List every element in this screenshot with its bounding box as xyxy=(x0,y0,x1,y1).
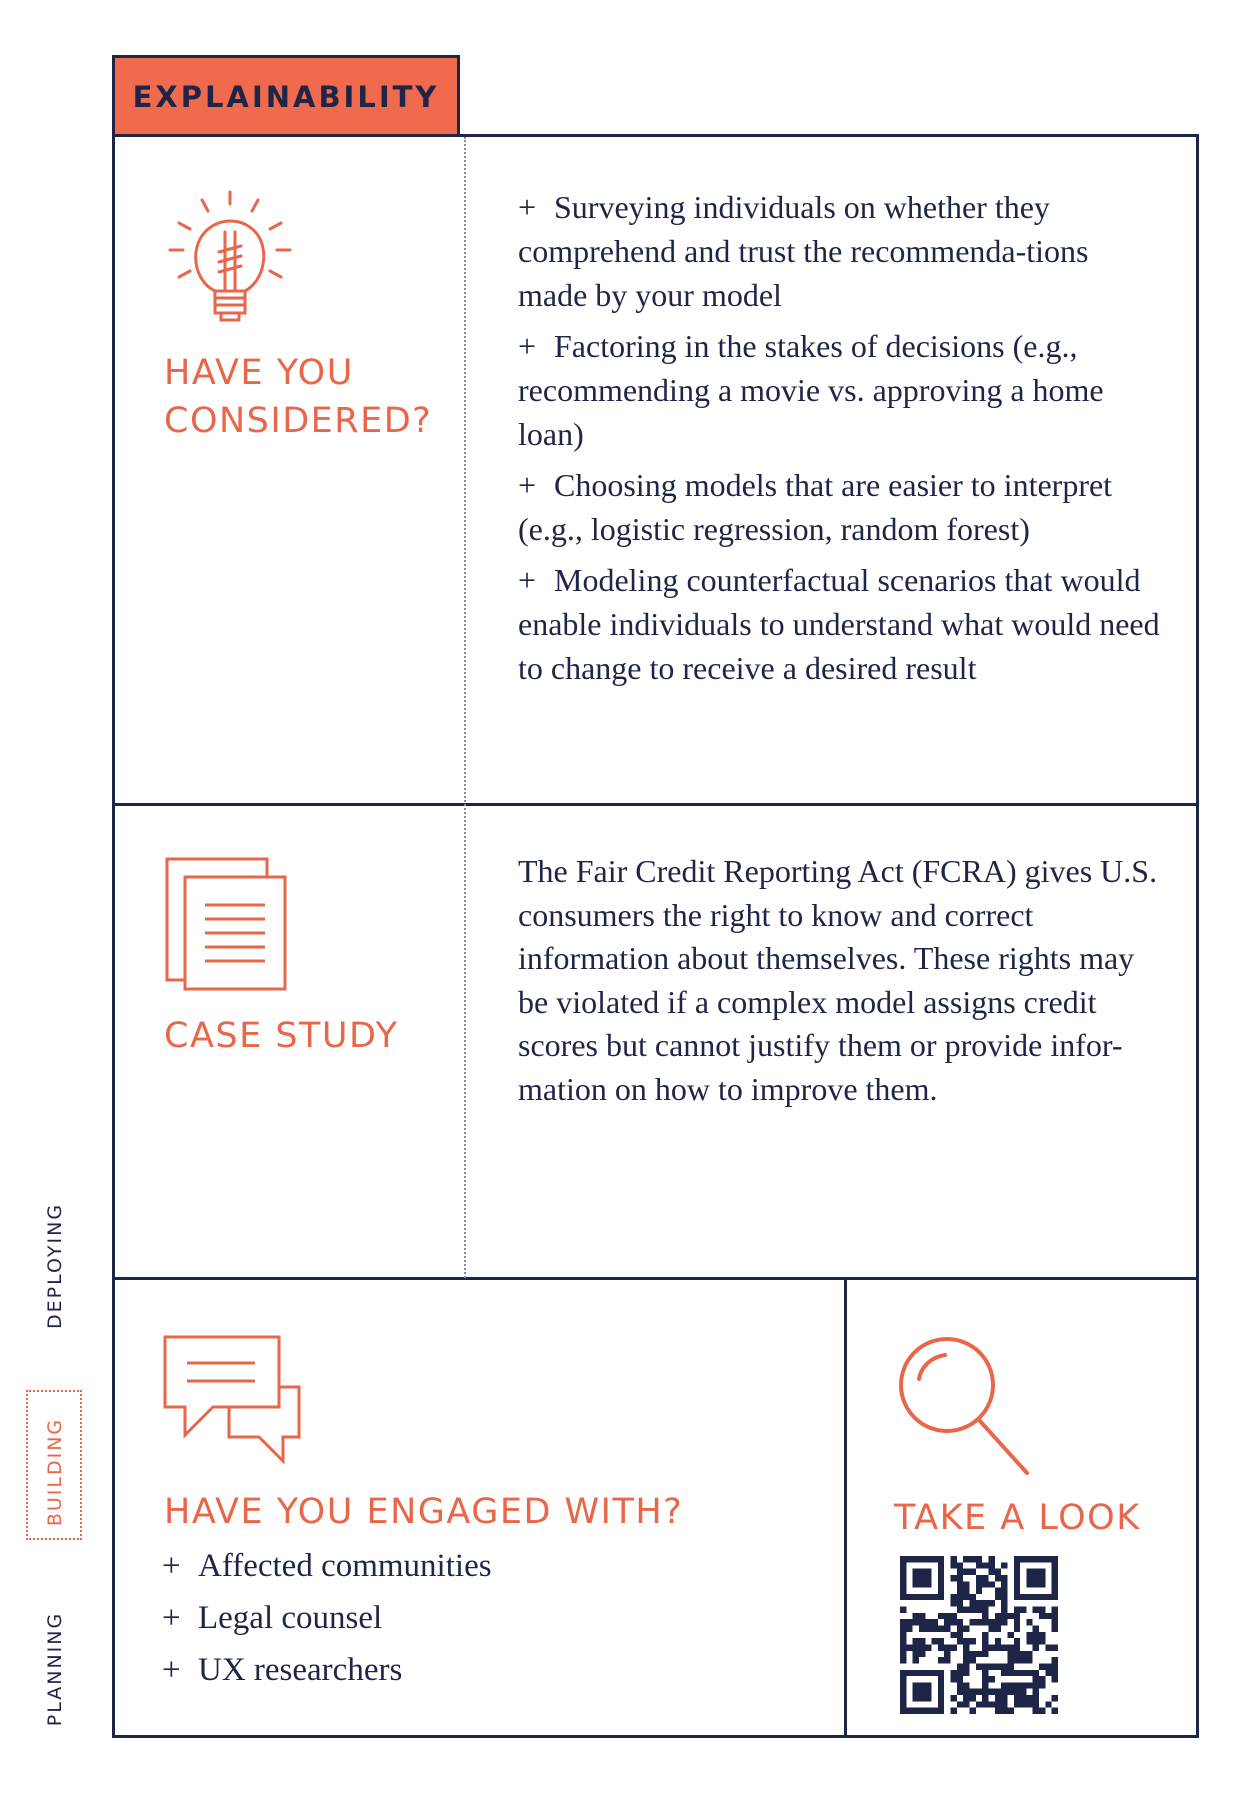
plus-icon: + xyxy=(518,189,537,225)
documents-icon xyxy=(165,857,287,991)
content-frame xyxy=(112,134,1199,1738)
case-study-text: The Fair Credit Reporting Act (FCRA) giv… xyxy=(518,853,1158,1107)
plus-icon: + xyxy=(162,1600,181,1636)
plus-icon: + xyxy=(518,562,537,598)
considered-item: +Choosing models that are easier to inte… xyxy=(518,463,1163,551)
divider-considered-case xyxy=(112,803,1199,806)
qr-code[interactable] xyxy=(900,1556,1058,1714)
chat-bubbles-icon xyxy=(163,1335,301,1465)
engaged-heading: HAVE YOU ENGAGED WITH? xyxy=(164,1492,684,1532)
section-tab: EXPLAINABILITY xyxy=(112,55,460,136)
engaged-item: +Affected communities xyxy=(162,1540,822,1592)
considered-list: +Surveying individuals on whether they c… xyxy=(518,185,1163,697)
magnifier-icon xyxy=(899,1337,1029,1475)
take-a-look-heading: TAKE A LOOK xyxy=(894,1498,1141,1538)
considered-heading: HAVE YOU CONSIDERED? xyxy=(164,349,432,445)
section-tab-label: EXPLAINABILITY xyxy=(132,80,440,114)
side-nav-building-frame xyxy=(26,1390,82,1540)
plus-icon: + xyxy=(162,1652,181,1688)
considered-heading-line1: HAVE YOU xyxy=(164,353,354,393)
engaged-list: +Affected communities +Legal counsel +UX… xyxy=(162,1540,822,1696)
lightbulb-icon xyxy=(168,190,292,322)
side-nav-planning[interactable]: PLANNING xyxy=(44,1611,66,1727)
plus-icon: + xyxy=(518,328,537,364)
considered-item: +Surveying individuals on whether they c… xyxy=(518,185,1163,317)
plus-icon: + xyxy=(162,1548,181,1584)
considered-item: +Factoring in the stakes of decisions (e… xyxy=(518,324,1163,456)
divider-case-engaged xyxy=(112,1277,1199,1280)
considered-item: +Modeling counterfactual scenarios that … xyxy=(518,558,1163,690)
engaged-item: +UX researchers xyxy=(162,1644,822,1696)
dotted-column-divider xyxy=(464,137,466,1278)
side-nav-building[interactable]: BUILDING xyxy=(44,1417,66,1527)
engaged-item: +Legal counsel xyxy=(162,1592,822,1644)
case-study-heading: CASE STUDY xyxy=(164,1016,399,1056)
side-nav-deploying[interactable]: DEPLOYING xyxy=(44,1202,66,1329)
divider-engaged-look xyxy=(844,1278,847,1738)
considered-heading-line2: CONSIDERED? xyxy=(164,401,433,441)
plus-icon: + xyxy=(518,467,537,503)
